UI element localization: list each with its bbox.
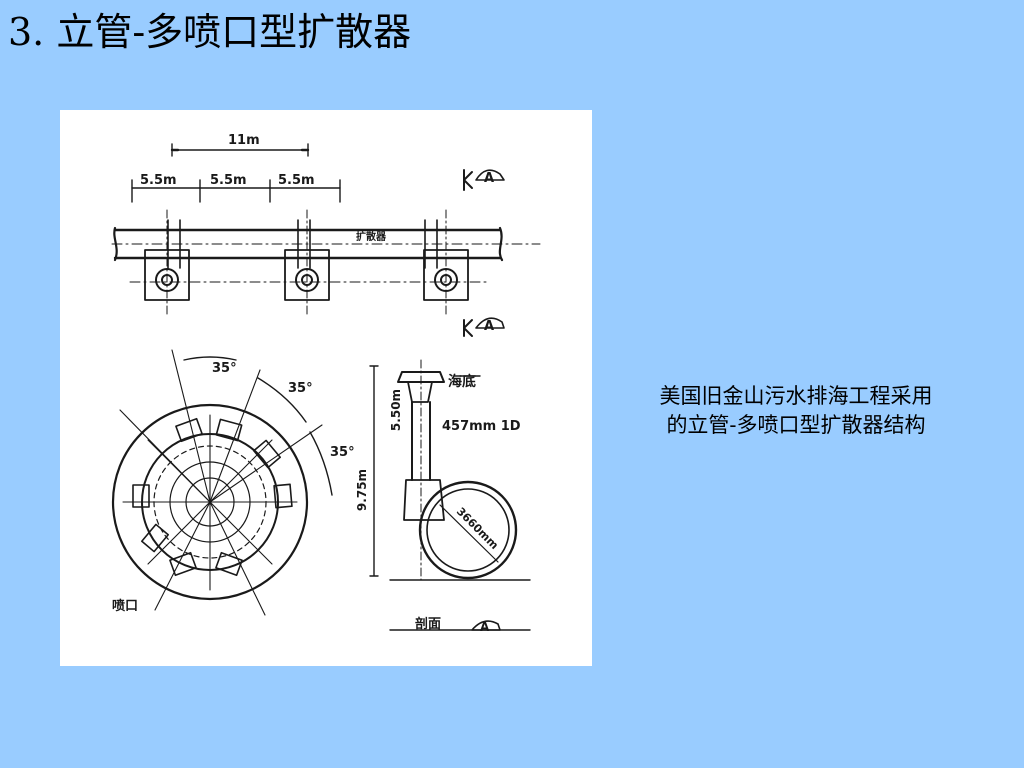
svg-text:35°: 35° [330, 445, 355, 460]
plan-view [111, 143, 541, 337]
svg-text:扩散器: 扩散器 [356, 230, 387, 243]
svg-text:35°: 35° [212, 361, 237, 376]
figure-caption: 美国旧金山污水排海工程采用 的立管-多喷口型扩散器结构 [610, 382, 982, 440]
caption-line-2: 的立管-多喷口型扩散器结构 [666, 413, 926, 437]
caption-line-1: 美国旧金山污水排海工程采用 [659, 384, 933, 408]
svg-text:5.50m: 5.50m [389, 389, 403, 431]
diffuser-figure: 11m 5.5m 5.5m 5.5m 扩散器 A A 35° 35° 35° 喷… [60, 110, 592, 666]
svg-text:5.5m: 5.5m [210, 173, 247, 188]
svg-text:A: A [484, 319, 494, 334]
svg-text:5.5m: 5.5m [278, 173, 315, 188]
diffuser-drawing: 11m 5.5m 5.5m 5.5m 扩散器 A A 35° 35° 35° 喷… [111, 133, 541, 634]
svg-text:3660mm: 3660mm [454, 505, 501, 552]
nozzle-view [111, 349, 333, 616]
svg-text:11m: 11m [228, 133, 260, 148]
svg-text:5.5m: 5.5m [140, 173, 177, 188]
svg-text:457mm 1D: 457mm 1D [442, 419, 521, 434]
svg-text:35°: 35° [288, 381, 313, 396]
slide-title: 3. 立管-多喷口型扩散器 [8, 10, 412, 54]
svg-text:A: A [484, 171, 494, 186]
section-view [369, 359, 531, 631]
svg-text:A: A [480, 620, 490, 634]
svg-text:喷口: 喷口 [112, 598, 138, 614]
svg-text:9.75m: 9.75m [355, 469, 369, 511]
svg-text:剖面: 剖面 [415, 616, 441, 632]
svg-text:海底: 海底 [448, 373, 476, 390]
